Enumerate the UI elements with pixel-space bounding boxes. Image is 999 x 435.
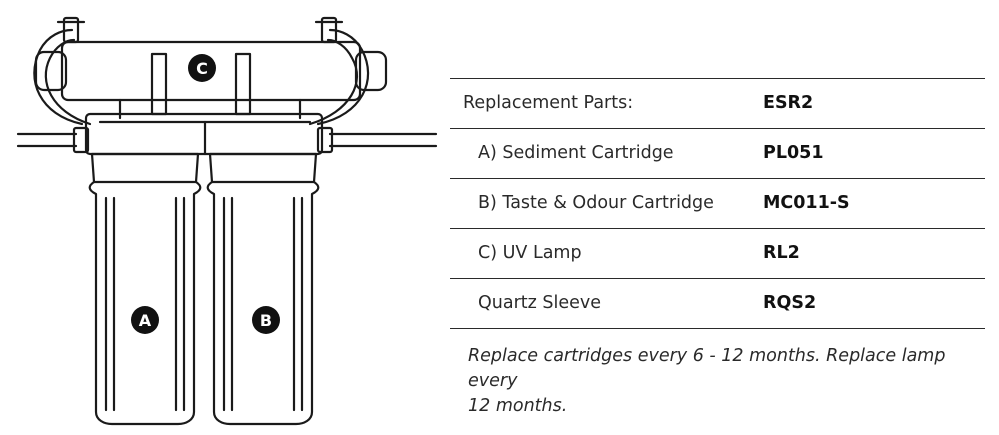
table-row-taste-odour-cartridge: B) Taste & Odour Cartridge MC011-S <box>450 179 985 229</box>
inlet-pipe <box>16 126 90 154</box>
table-row-sediment-cartridge: A) Sediment Cartridge PL051 <box>450 129 985 179</box>
note-line-1: Replace cartridges every 6 - 12 months. … <box>468 346 946 391</box>
part-code: ESR2 <box>763 93 814 113</box>
filter-manifold <box>84 112 324 156</box>
table-row-uv-lamp: C) UV Lamp RL2 <box>450 229 985 279</box>
label-a-text: A <box>139 311 152 330</box>
filter-housing-b <box>206 152 320 426</box>
table-row-quartz-sleeve: Quartz Sleeve RQS2 <box>450 279 985 329</box>
label-c-text: C <box>196 59 208 78</box>
uv-chamber <box>34 16 388 120</box>
note-line-2: 12 months. <box>468 396 568 416</box>
part-name: B) Taste & Odour Cartridge <box>478 193 714 213</box>
label-badge-b: B <box>252 306 280 334</box>
part-name: Replacement Parts: <box>463 93 634 113</box>
label-badge-c: C <box>188 54 216 82</box>
part-code: PL051 <box>763 143 824 163</box>
part-name: A) Sediment Cartridge <box>478 143 674 163</box>
part-name: Quartz Sleeve <box>478 293 602 313</box>
outlet-pipe <box>316 126 438 154</box>
water-filter-illustration: C A B <box>16 16 438 426</box>
replacement-parts-table: Replacement Parts: ESR2 A) Sediment Cart… <box>450 78 985 329</box>
label-badge-a: A <box>131 306 159 334</box>
replacement-note: Replace cartridges every 6 - 12 months. … <box>468 344 988 419</box>
part-code: MC011-S <box>763 193 850 213</box>
label-b-text: B <box>260 311 272 330</box>
filter-housing-a <box>88 152 202 426</box>
table-row-replacement-parts: Replacement Parts: ESR2 <box>450 79 985 129</box>
part-code: RQS2 <box>763 293 817 313</box>
part-code: RL2 <box>763 243 800 263</box>
part-name: C) UV Lamp <box>478 243 582 263</box>
